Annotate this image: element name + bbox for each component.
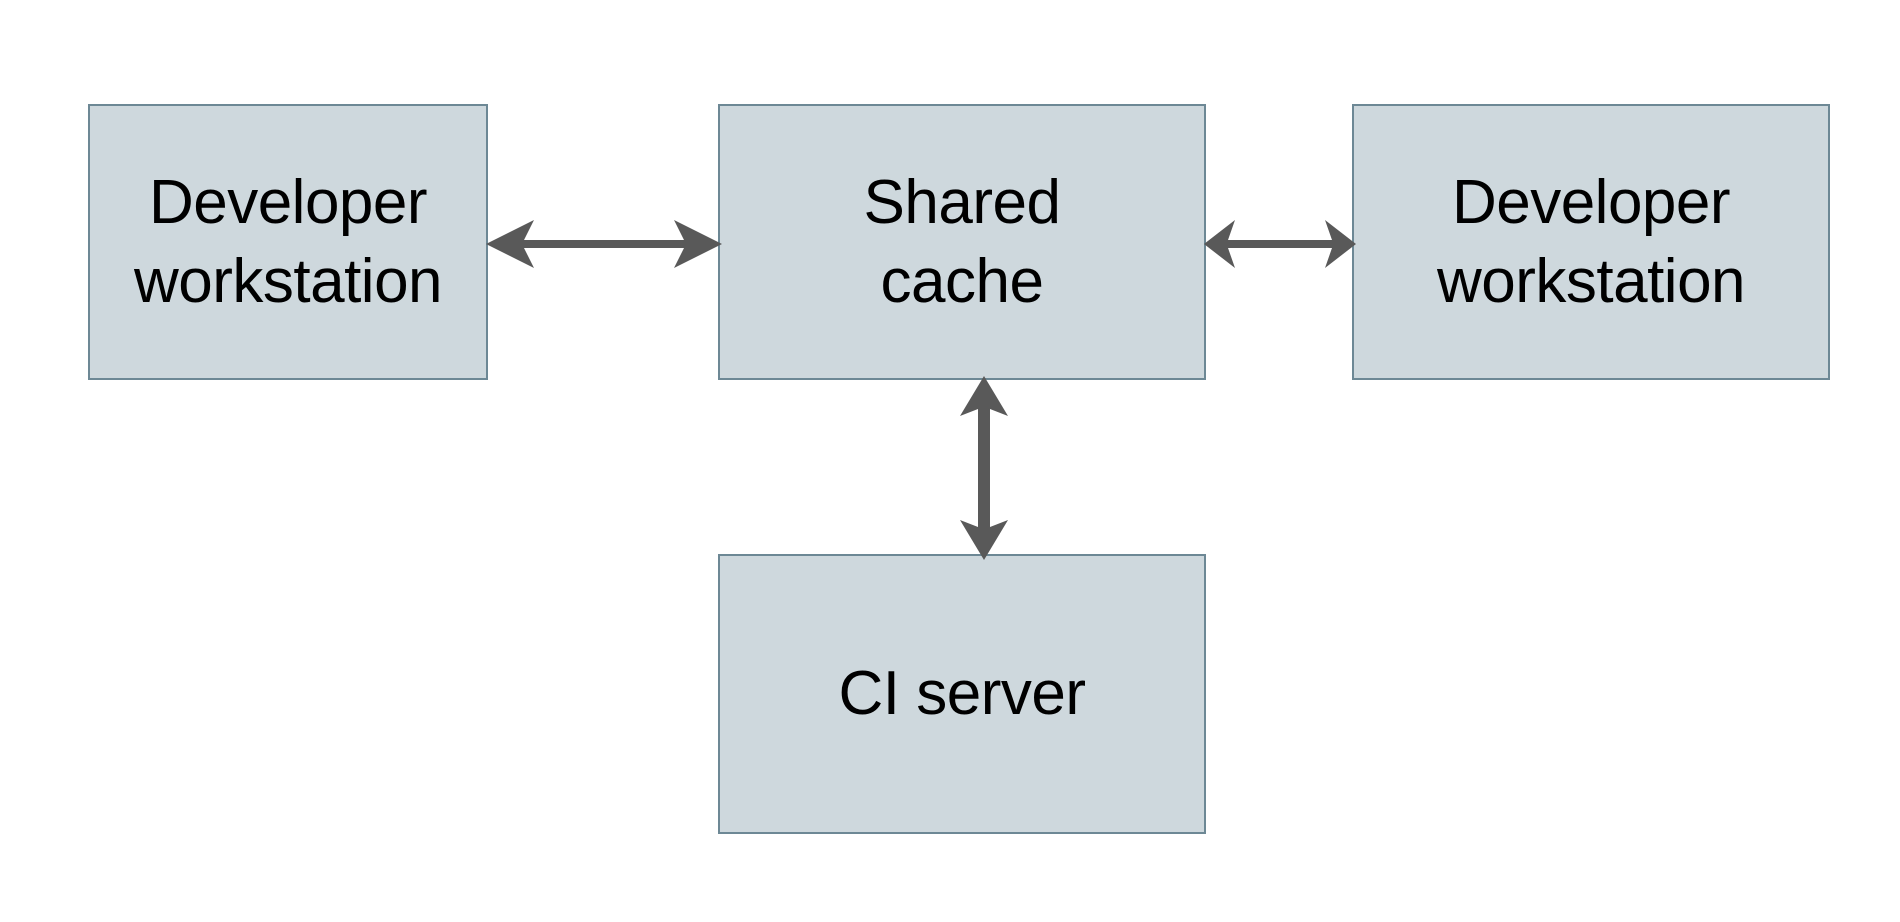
double-arrow-horizontal-icon xyxy=(486,220,722,268)
node-developer-workstation-left[interactable]: Developer workstation xyxy=(88,104,488,380)
edge-shared-cache-to-ci-server xyxy=(918,376,1050,560)
node-shared-cache[interactable]: Shared cache xyxy=(718,104,1206,380)
edge-developer-left-to-shared-cache xyxy=(486,208,722,280)
double-arrow-horizontal-icon xyxy=(1204,220,1356,268)
node-ci-server[interactable]: CI server xyxy=(718,554,1206,834)
node-developer-workstation-right[interactable]: Developer workstation xyxy=(1352,104,1830,380)
edge-shared-cache-to-developer-right xyxy=(1204,208,1356,280)
double-arrow-vertical-icon xyxy=(960,376,1008,560)
